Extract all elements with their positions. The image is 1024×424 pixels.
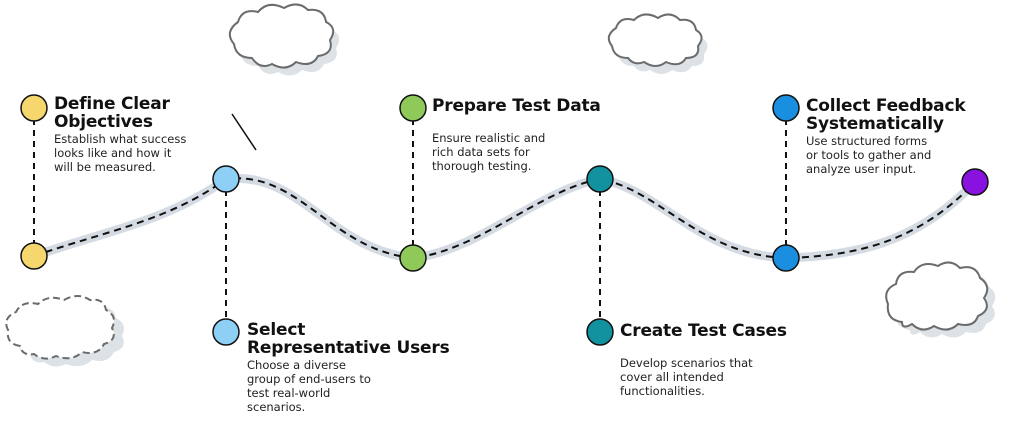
node-collect-feedback-label [772,94,800,122]
step-title: Representative Users [247,338,450,358]
decorative-stroke [231,113,257,151]
step-description: Ensure realistic and rich data sets for … [432,131,546,173]
step-description: Develop scenarios that cover all intende… [620,356,753,398]
step-title: Select [247,320,306,340]
step-title: Define Clear [54,94,170,114]
step-title: Objectives [54,112,153,132]
timeline-path [33,177,976,260]
node-define-clear-objectives [20,242,48,270]
step-create-test-cases: Create Test Cases Develop scenarios that… [620,322,820,398]
node-end [961,168,989,196]
node-prepare-test-data [399,244,427,272]
node-create-test-cases [586,165,614,193]
node-prepare-test-data-label [399,94,427,122]
step-select-representative-users: Select Representative Users Choose a div… [247,321,487,414]
node-select-representative-users [212,165,240,193]
timeline-path-shadow [29,173,980,263]
node-create-test-cases-label [586,318,614,346]
cloud-bottom-left-dashed [5,295,125,367]
step-prepare-test-data: Prepare Test Data Ensure realistic and r… [432,97,652,173]
node-select-representative-users-label [212,318,240,346]
cloud-top-right [607,13,708,75]
step-title: Create Test Cases [620,321,787,341]
step-description: Choose a diverse group of end-users to t… [247,358,371,414]
step-title: Systematically [806,114,944,134]
node-collect-feedback [772,244,800,272]
cloud-top-left [228,3,340,76]
step-title: Prepare Test Data [432,96,601,116]
step-collect-feedback-systematically: Collect Feedback Systematically Use stru… [806,97,1016,176]
step-description: Use structured forms or tools to gather … [806,134,932,176]
cloud-bottom-right [885,261,996,338]
step-define-clear-objectives: Define Clear Objectives Establish what s… [54,95,254,174]
step-description: Establish what success looks like and ho… [54,132,187,174]
node-define-clear-objectives-label [20,94,48,122]
step-title: Collect Feedback [806,96,966,116]
